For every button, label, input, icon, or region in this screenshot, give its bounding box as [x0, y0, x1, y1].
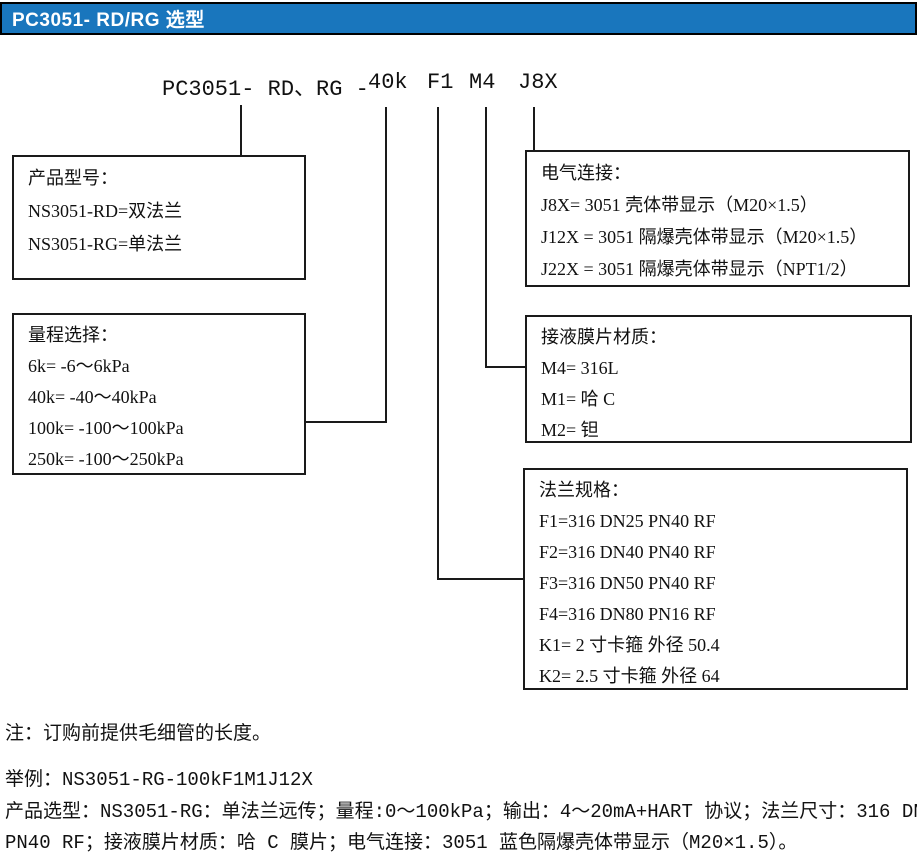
connector-flange-horizontal: [437, 578, 525, 580]
box-option: J8X= 3051 壳体带显示（M20×1.5）: [541, 195, 818, 215]
box-electrical-connection: 电气连接： J8X= 3051 壳体带显示（M20×1.5） J12X = 30…: [525, 150, 910, 287]
box-title: 法兰规格：: [539, 480, 629, 500]
model-code-prefix: PC3051- RD、RG -: [162, 77, 369, 102]
connector-range-horizontal: [305, 421, 387, 423]
box-title: 电气连接：: [541, 163, 631, 183]
box-option: M4= 316L: [541, 358, 619, 378]
box-option: F1=316 DN25 PN40 RF: [539, 511, 716, 531]
box-option: NS3051-RG=单法兰: [28, 234, 183, 254]
box-option: F3=316 DN50 PN40 RF: [539, 573, 716, 593]
box-diaphragm-material: 接液膜片材质： M4= 316L M1= 哈 C M2= 钽: [525, 315, 912, 443]
box-option: 250k= -100～250kPa: [28, 449, 184, 469]
box-option: M2= 钽: [541, 420, 599, 440]
model-code-diaphragm: M4: [469, 70, 496, 95]
box-option: 100k= -100～100kPa: [28, 418, 184, 438]
model-code-electrical: J8X: [518, 70, 558, 95]
header-bar: PC3051- RD/RG 选型: [0, 2, 917, 35]
box-option: 40k= -40～40kPa: [28, 387, 157, 407]
example-description-line2: PN40 RF；接液膜片材质：哈 C 膜片；电气连接：3051 蓝色隔爆壳体带显…: [5, 832, 798, 853]
model-code-range: 40k: [368, 70, 408, 95]
example-code: 举例：NS3051-RG-100kF1M1J12X: [5, 769, 313, 791]
connector-model-vertical: [240, 105, 242, 157]
box-title: 产品型号：: [28, 168, 118, 188]
box-option: J22X = 3051 隔爆壳体带显示（NPT1/2）: [541, 259, 858, 279]
order-note: 注：订购前提供毛细管的长度。: [5, 723, 272, 745]
box-option: F4=316 DN80 PN16 RF: [539, 604, 716, 624]
page-title: PC3051- RD/RG 选型: [12, 10, 205, 31]
box-option: F2=316 DN40 PN40 RF: [539, 542, 716, 562]
box-flange-spec: 法兰规格： F1=316 DN25 PN40 RF F2=316 DN40 PN…: [523, 468, 908, 690]
box-range-selection: 量程选择： 6k= -6～6kPa 40k= -40～40kPa 100k= -…: [12, 313, 306, 475]
example-description-line1: 产品选型：NS3051-RG：单法兰远传；量程:0～100kPa；输出：4～20…: [5, 801, 917, 823]
box-option: NS3051-RD=双法兰: [28, 201, 183, 221]
box-option: 6k= -6～6kPa: [28, 356, 130, 376]
connector-electrical-vertical: [533, 107, 535, 152]
box-title: 接液膜片材质：: [541, 327, 667, 347]
box-option: J12X = 3051 隔爆壳体带显示（M20×1.5）: [541, 227, 868, 247]
box-option: K1= 2 寸卡箍 外径 50.4: [539, 635, 720, 655]
box-option: K2= 2.5 寸卡箍 外径 64: [539, 666, 720, 686]
connector-diaphragm-horizontal: [485, 366, 527, 368]
connector-diaphragm-vertical: [485, 107, 487, 368]
box-title: 量程选择：: [28, 325, 118, 345]
box-product-model: 产品型号： NS3051-RD=双法兰 NS3051-RG=单法兰: [12, 155, 306, 280]
box-option: M1= 哈 C: [541, 389, 616, 409]
model-code-flange: F1: [427, 70, 454, 95]
connector-range-vertical: [385, 107, 387, 423]
connector-flange-vertical: [437, 107, 439, 580]
